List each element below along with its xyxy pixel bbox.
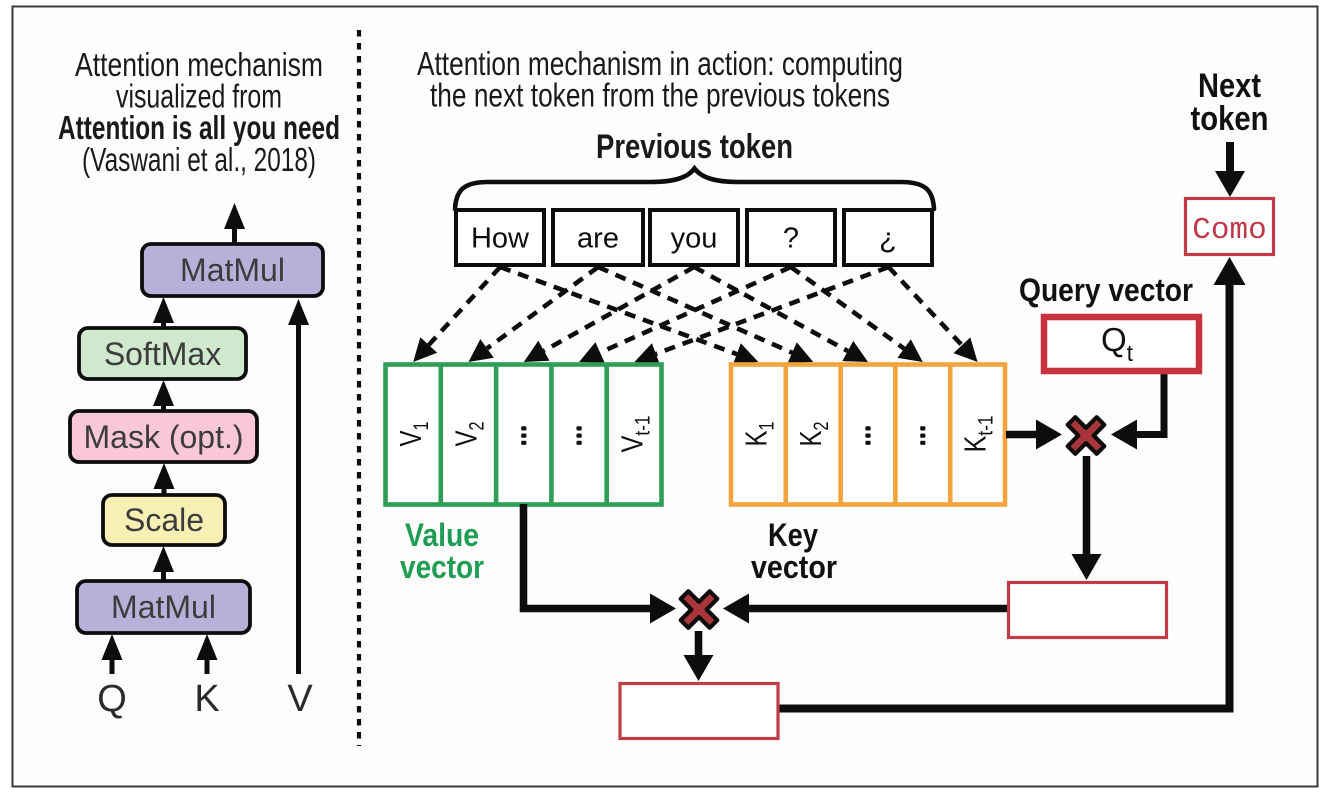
svg-text:visualized from: visualized from — [116, 78, 282, 115]
svg-text:Attention mechanism in action:: Attention mechanism in action: computing — [417, 45, 903, 82]
svg-text:token: token — [1191, 100, 1269, 138]
svg-text:Value: Value — [405, 517, 479, 553]
svg-text:Scale: Scale — [124, 502, 204, 538]
svg-text:?: ? — [783, 223, 799, 255]
svg-text:Como: Como — [1192, 213, 1266, 248]
svg-text:Next: Next — [1198, 67, 1261, 105]
svg-text:you: you — [671, 223, 718, 255]
svg-text:are: are — [577, 223, 619, 255]
svg-text:Key: Key — [768, 517, 818, 553]
svg-text:¿: ¿ — [879, 223, 897, 255]
svg-text:SoftMax: SoftMax — [104, 336, 221, 372]
svg-text:vector: vector — [400, 549, 484, 585]
svg-text:(Vaswani et al., 2018): (Vaswani et al., 2018) — [82, 141, 316, 178]
svg-text:MatMul: MatMul — [180, 252, 285, 288]
svg-text:Previous token: Previous token — [596, 128, 793, 166]
svg-text:Mask (opt.): Mask (opt.) — [83, 419, 243, 455]
svg-text:the next token from the previo: the next token from the previous tokens — [430, 77, 890, 114]
svg-text:K: K — [194, 678, 219, 720]
svg-text:How: How — [471, 223, 530, 255]
svg-text:MatMul: MatMul — [111, 589, 216, 625]
svg-text:Query vector: Query vector — [1019, 272, 1193, 308]
svg-text:Attention is all you need: Attention is all you need — [58, 109, 340, 146]
svg-text:Q: Q — [97, 678, 127, 720]
svg-text:V: V — [287, 678, 313, 720]
svg-text:vector: vector — [751, 549, 837, 585]
svg-text:Attention mechanism: Attention mechanism — [75, 46, 323, 83]
